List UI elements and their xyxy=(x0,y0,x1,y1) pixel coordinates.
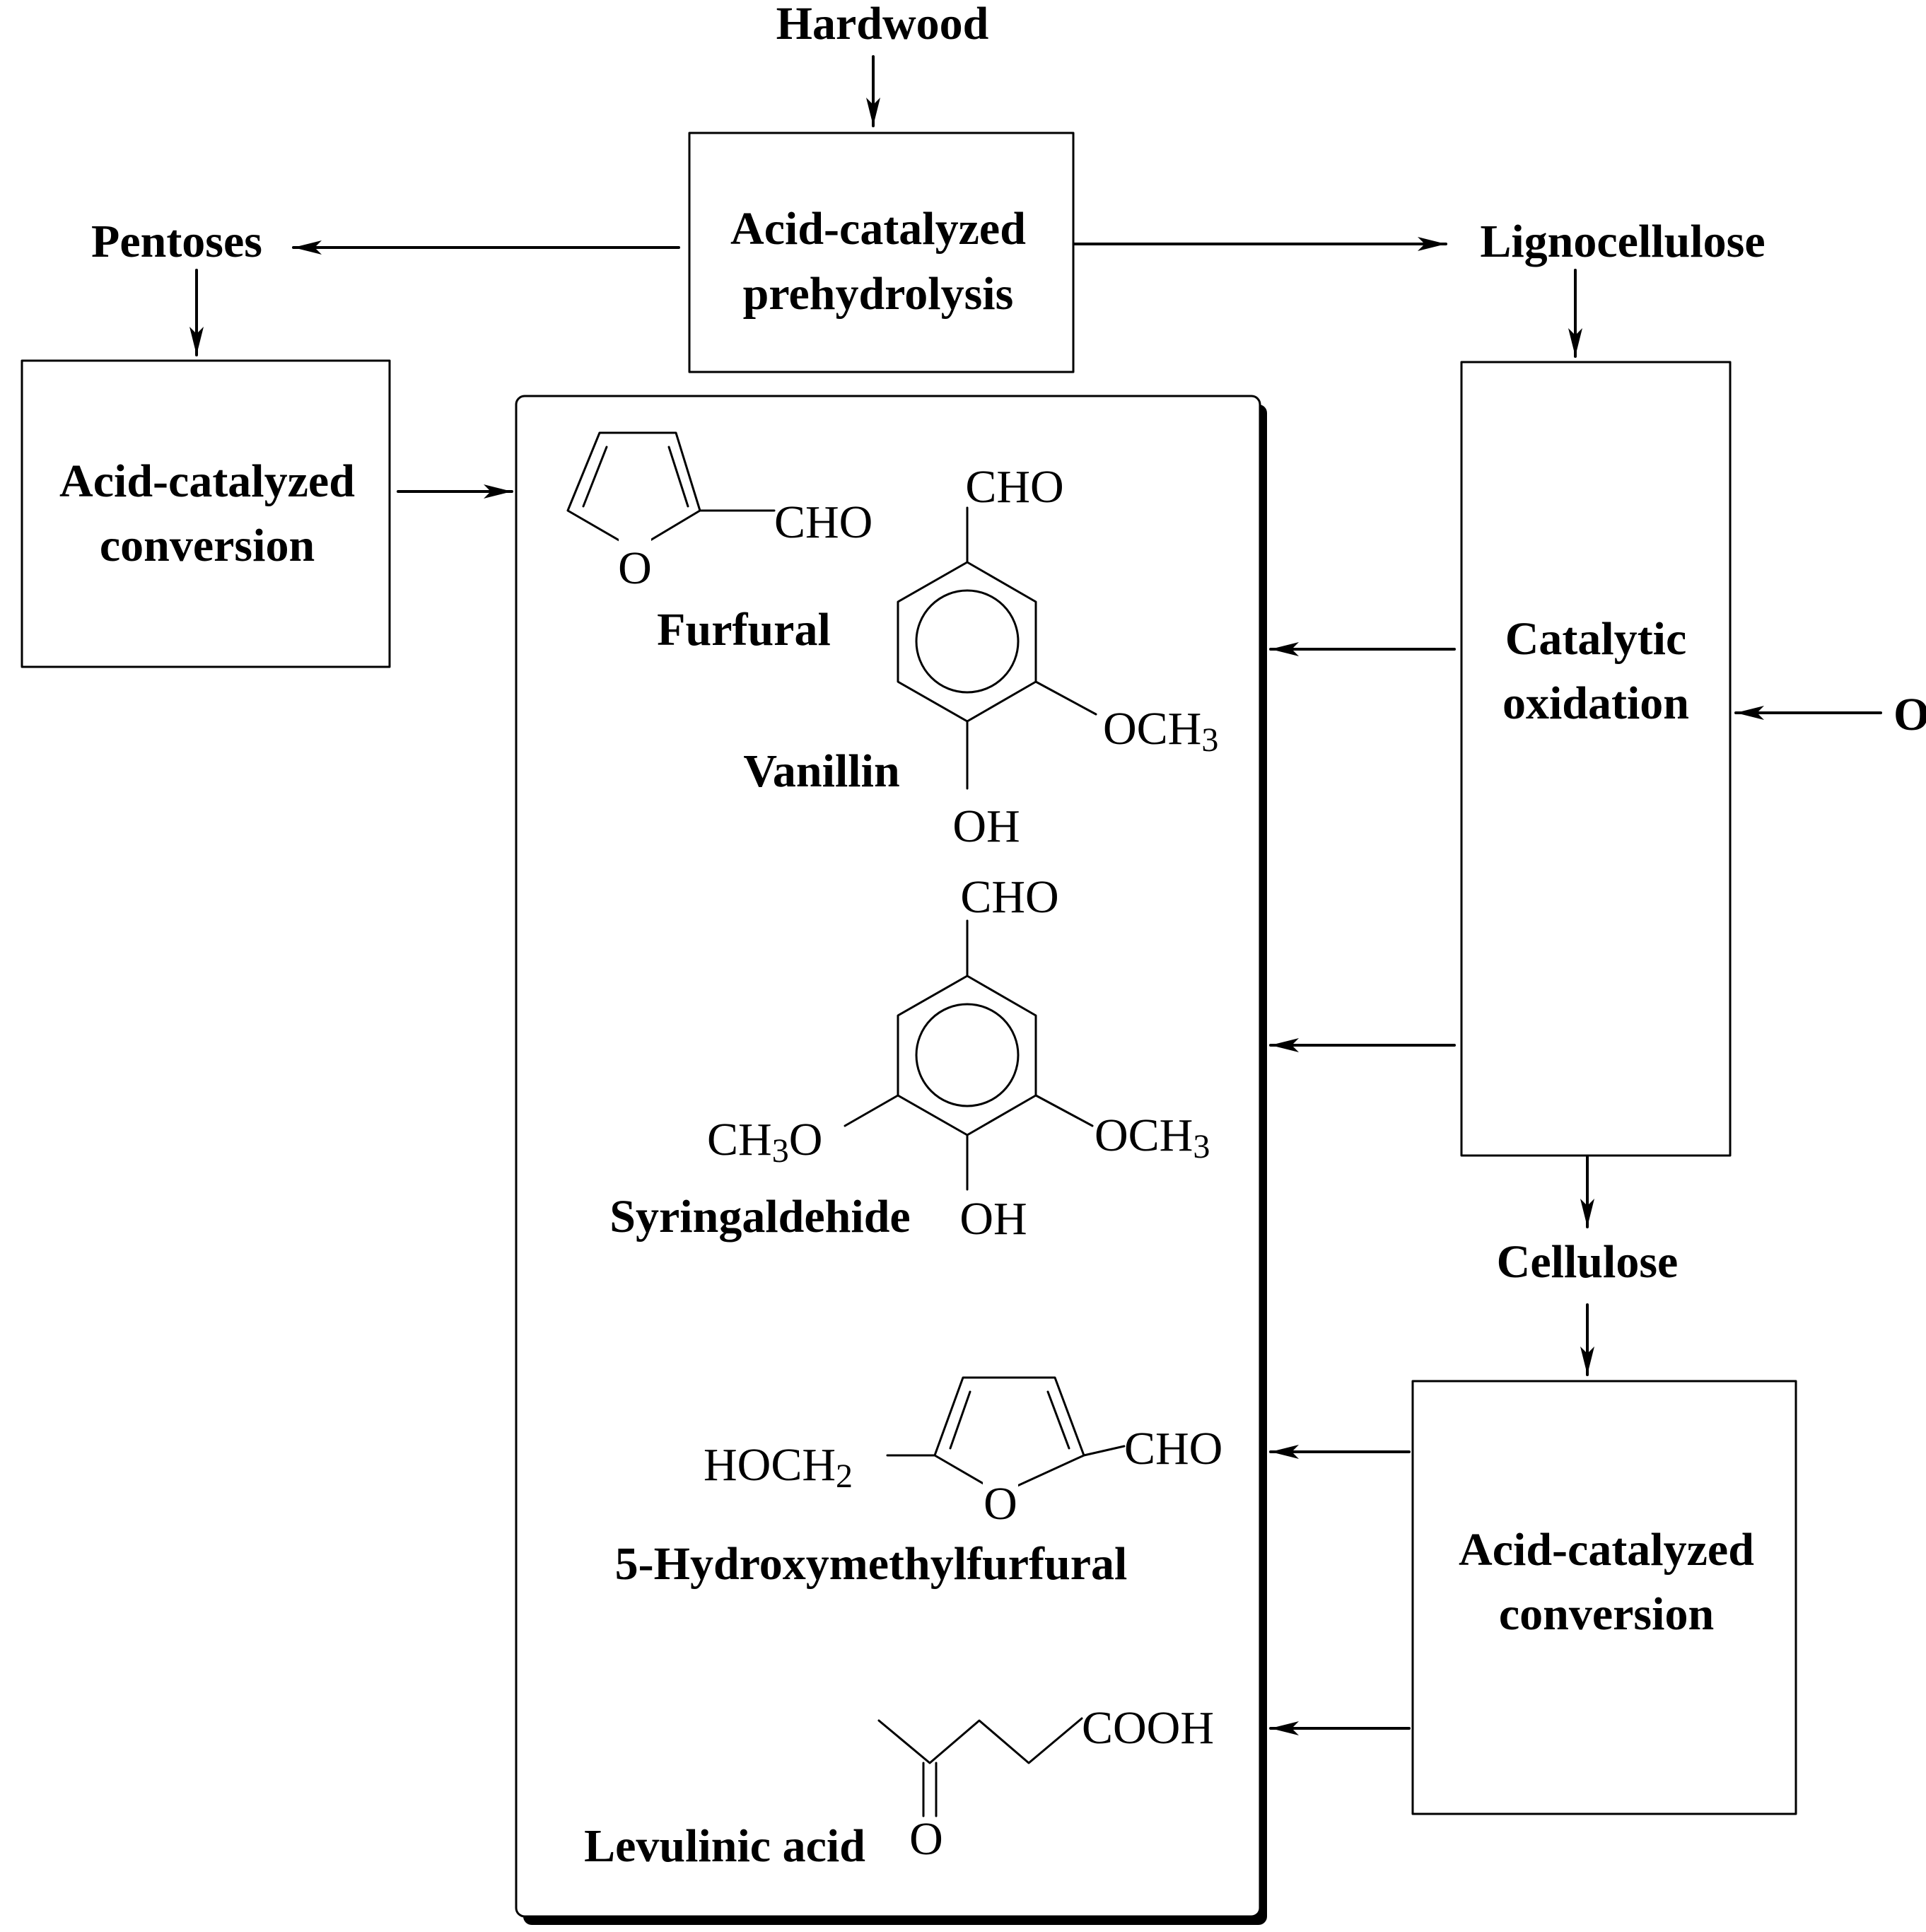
hmf-ring-oxygen: O xyxy=(984,1478,1017,1530)
syringaldehyde-oh: OH xyxy=(959,1193,1027,1245)
syringaldehyde-och3-right: OCH3 xyxy=(1095,1110,1210,1165)
cellulose-label: Cellulose xyxy=(1497,1236,1679,1288)
vanillin-oh: OH xyxy=(952,801,1020,852)
syringaldehyde-cho: CHO xyxy=(960,871,1058,923)
prehydrolysis-label-line2: prehydrolysis xyxy=(743,268,1014,320)
oxygen-symbol: O xyxy=(1893,689,1926,740)
levulinic-keto-oxygen: O xyxy=(909,1813,943,1865)
left-conversion-box xyxy=(21,359,391,668)
syringaldehyde-och3-left: CH3O xyxy=(707,1114,822,1170)
hmf-name: 5-Hydroxymethylfurfural xyxy=(615,1538,1128,1590)
hardwood-label: Hardwood xyxy=(776,0,989,50)
prehydrolysis-label-line1: Acid-catalyzed xyxy=(730,203,1026,255)
levulinic-name: Levulinic acid xyxy=(584,1820,865,1872)
prehydrolysis-box xyxy=(688,132,1075,373)
hmf-cho: CHO xyxy=(1124,1423,1222,1474)
right-conversion-box xyxy=(1411,1380,1797,1815)
oxygen-label: O2 xyxy=(1893,689,1926,746)
oxidation-label-line1: Catalytic xyxy=(1505,613,1687,665)
syringaldehyde-structure xyxy=(844,919,1094,1191)
pentoses-label: Pentoses xyxy=(91,216,262,267)
products-box xyxy=(515,395,1261,1918)
lignocellulose-label: Lignocellulose xyxy=(1480,216,1765,267)
oxidation-label-line2: oxidation xyxy=(1502,677,1689,729)
left-conversion-label-line2: conversion xyxy=(100,520,315,571)
furfural-ring-oxygen: O xyxy=(618,542,652,594)
vanillin-name: Vanillin xyxy=(743,745,899,797)
syringaldehyde-name: Syringaldehide xyxy=(609,1191,910,1243)
vanillin-och3: OCH3 xyxy=(1103,703,1218,759)
hmf-structure xyxy=(886,1376,1126,1517)
oxidation-box xyxy=(1460,361,1732,1157)
left-conversion-label-line1: Acid-catalyzed xyxy=(59,455,355,507)
right-conversion-label-line1: Acid-catalyzed xyxy=(1459,1524,1754,1576)
furfural-name: Furfural xyxy=(657,604,831,656)
hmf-hoch2: HOCH2 xyxy=(704,1439,853,1495)
levulinic-structure xyxy=(877,1717,1083,1817)
vanillin-structure xyxy=(897,506,1097,790)
furfural-cho: CHO xyxy=(774,496,872,548)
furfural-structure xyxy=(566,431,776,573)
right-conversion-label-line2: conversion xyxy=(1499,1588,1714,1640)
levulinic-cooh: COOH xyxy=(1082,1702,1214,1754)
vanillin-cho: CHO xyxy=(965,461,1063,513)
